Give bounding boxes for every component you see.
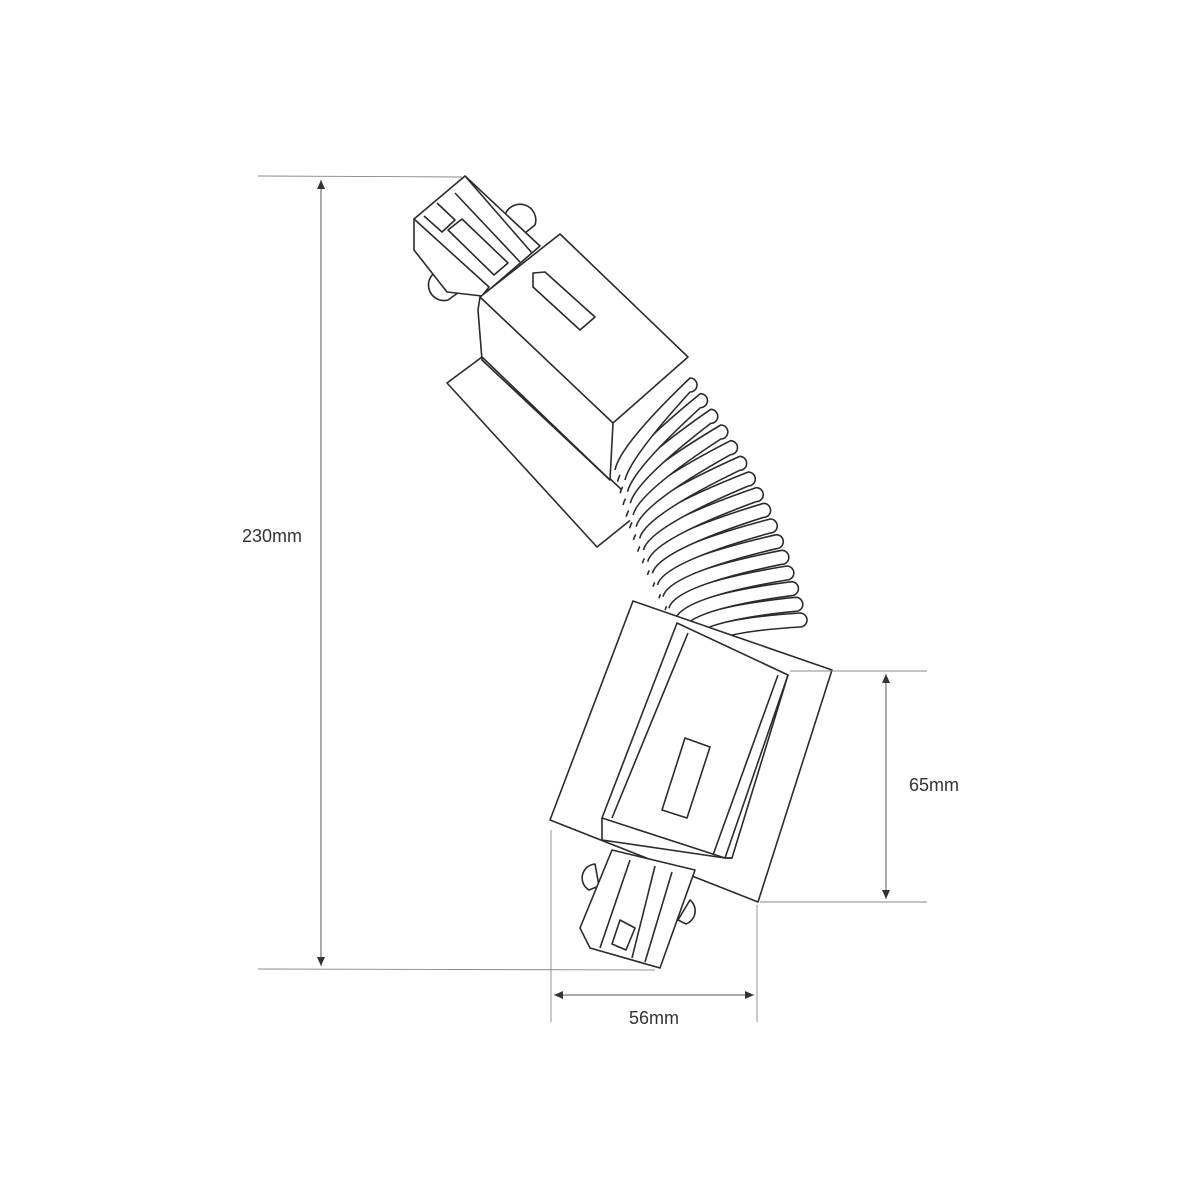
bottom-housing	[601, 622, 789, 859]
dimension-head-height	[760, 670, 927, 903]
dimension-head-width	[550, 830, 758, 1022]
bellows-rib	[614, 377, 698, 481]
top-housing	[477, 233, 689, 481]
label-56mm: 56mm	[629, 1008, 679, 1028]
top-label-slot	[532, 271, 596, 331]
label-65mm: 65mm	[909, 775, 959, 795]
dimension-total-height	[257, 175, 656, 971]
bottom-label-slot	[661, 737, 711, 819]
label-230mm: 230mm	[242, 526, 302, 546]
flexible-bellows	[614, 377, 808, 656]
bottom-track-adapter	[579, 849, 696, 969]
top-track-adapter	[413, 175, 541, 302]
